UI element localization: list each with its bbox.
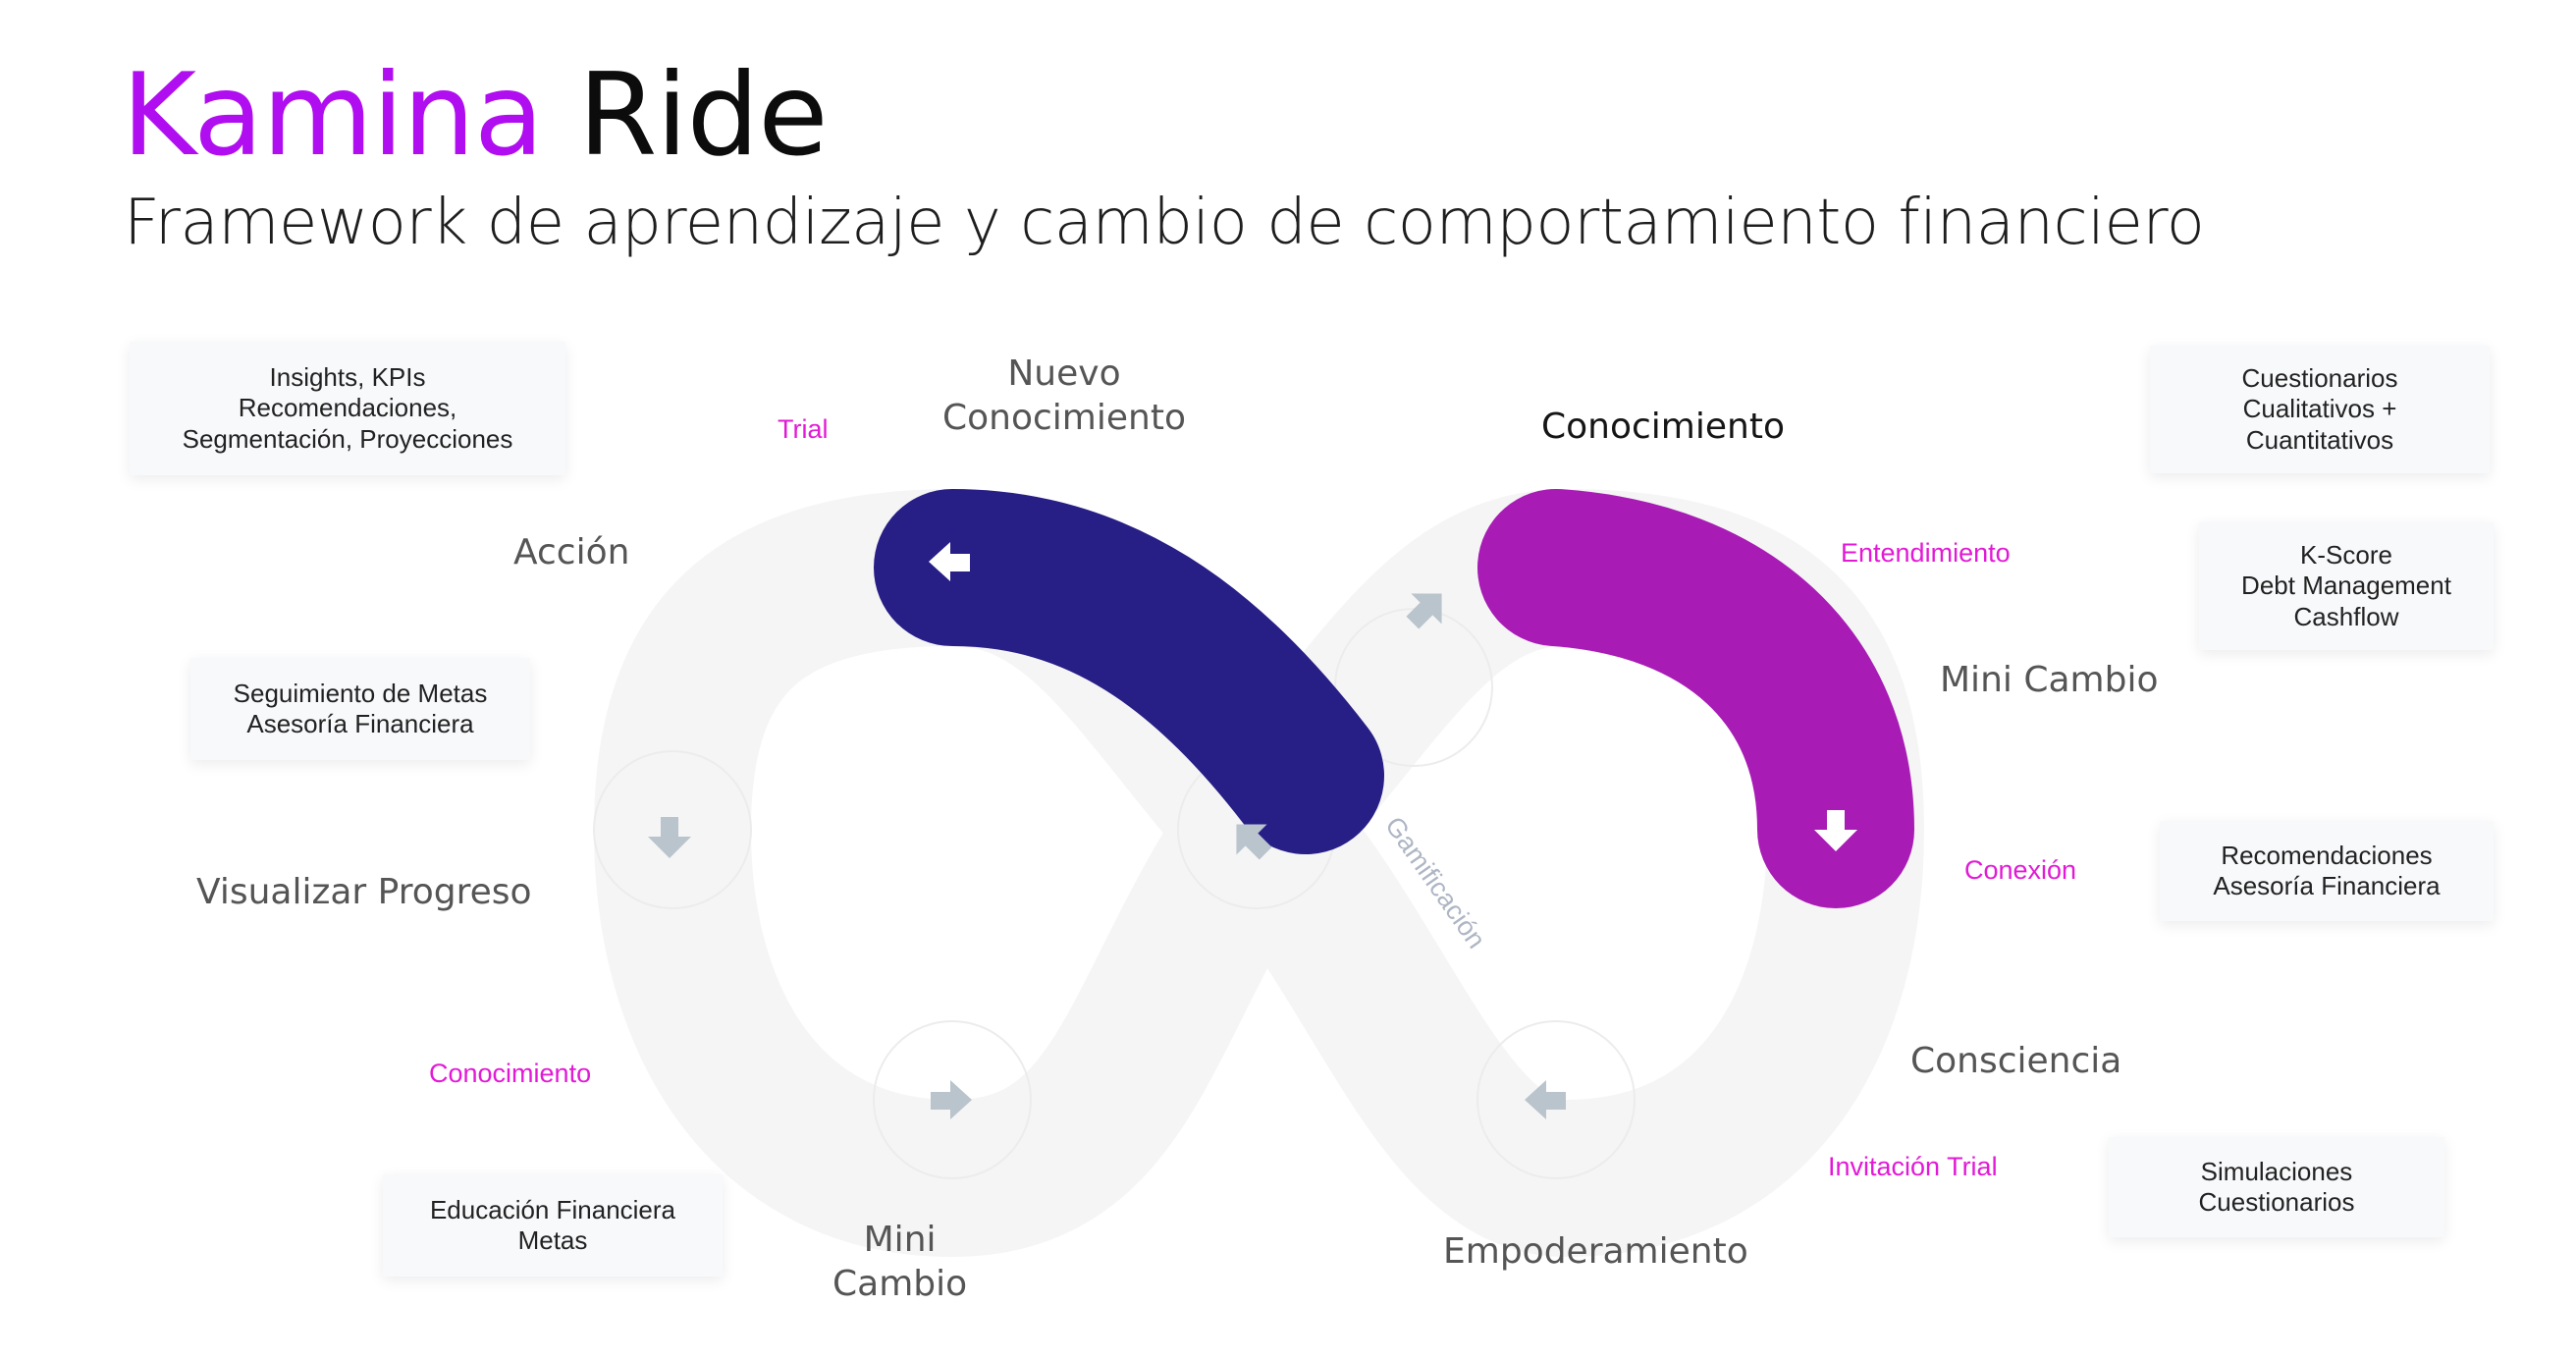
box-educacion: Educación Financiera Metas (383, 1174, 723, 1277)
title-rest: Ride (577, 49, 829, 182)
arrow-left-grey-icon (1525, 1080, 1566, 1119)
stage-accion: Acción (513, 532, 630, 572)
stage-mini-cambio-left: Mini Cambio (832, 1218, 967, 1306)
box-line: Segmentación, Proyecciones (182, 423, 513, 454)
stage-mini-cambio-right: Mini Cambio (1940, 660, 2159, 700)
box-line: Recomendaciones (2221, 840, 2433, 870)
stage-conocimiento: Conocimiento (1541, 407, 1785, 447)
stage-nuevo-conocimiento: Nuevo Conocimiento (942, 352, 1186, 440)
arrow-left-icon (929, 542, 970, 581)
box-insights: Insights, KPIs Recomendaciones, Segmenta… (130, 342, 565, 475)
stage-visualizar-progreso: Visualizar Progreso (196, 872, 532, 912)
arrow-down-icon (1814, 810, 1857, 851)
box-line: Asesoría Financiera (246, 709, 474, 738)
box-seguimiento: Seguimiento de Metas Asesoría Financiera (190, 658, 530, 760)
box-line: Educación Financiera (429, 1194, 676, 1224)
tag-conocimiento: Conocimiento (429, 1059, 592, 1088)
page-subtitle: Framework de aprendizaje y cambio de com… (124, 187, 2205, 259)
box-recomendaciones: Recomendaciones Asesoría Financiera (2160, 821, 2494, 921)
segment-conocimiento (1477, 489, 1914, 908)
box-line: Cuestionarios (2198, 1187, 2355, 1217)
box-line: Recomendaciones, (238, 393, 457, 423)
box-line: Cuantitativos (2245, 424, 2394, 455)
arrow-down-grey-icon (648, 817, 691, 858)
stage-line: Cambio (832, 1264, 968, 1304)
tag-invitacion-trial: Invitación Trial (1828, 1152, 1998, 1181)
arrow-up-right-grey-icon (1406, 593, 1442, 629)
stage-empoderamiento: Empoderamiento (1443, 1231, 1748, 1272)
tag-entendimiento: Entendimiento (1841, 538, 2011, 568)
box-cuestionarios: Cuestionarios Cualitativos + Cuantitativ… (2150, 346, 2490, 473)
box-line: Debt Management (2241, 571, 2451, 601)
arrow-up-left-grey-icon (1236, 824, 1272, 860)
box-line: Cuestionarios (2241, 363, 2398, 394)
box-line: Seguimiento de Metas (233, 678, 488, 708)
box-line: Cashflow (2293, 601, 2399, 631)
box-line: Cualitativos + (2242, 394, 2397, 424)
box-line: Insights, KPIs (269, 362, 426, 393)
stage-line: Mini (863, 1220, 937, 1260)
box-line: K-Score (2300, 540, 2392, 571)
box-kscore: K-Score Debt Management Cashflow (2199, 522, 2494, 650)
box-line: Asesoría Financiera (2213, 871, 2441, 900)
stage-consciencia: Consciencia (1910, 1041, 2122, 1081)
arrow-right-grey-icon (931, 1080, 972, 1119)
title-brand: Kamina (122, 49, 544, 182)
box-line: Metas (517, 1225, 588, 1255)
tag-conexion: Conexión (1964, 855, 2077, 885)
tag-trial: Trial (778, 414, 829, 444)
stage-line: Conocimiento (942, 398, 1186, 438)
stage-line: Nuevo (1007, 354, 1121, 394)
box-line: Simulaciones (2200, 1156, 2353, 1186)
box-simulaciones: Simulaciones Cuestionarios (2109, 1137, 2444, 1237)
page-title: Kamina Ride (122, 59, 829, 173)
segment-nuevo-conocimiento (874, 489, 1384, 854)
